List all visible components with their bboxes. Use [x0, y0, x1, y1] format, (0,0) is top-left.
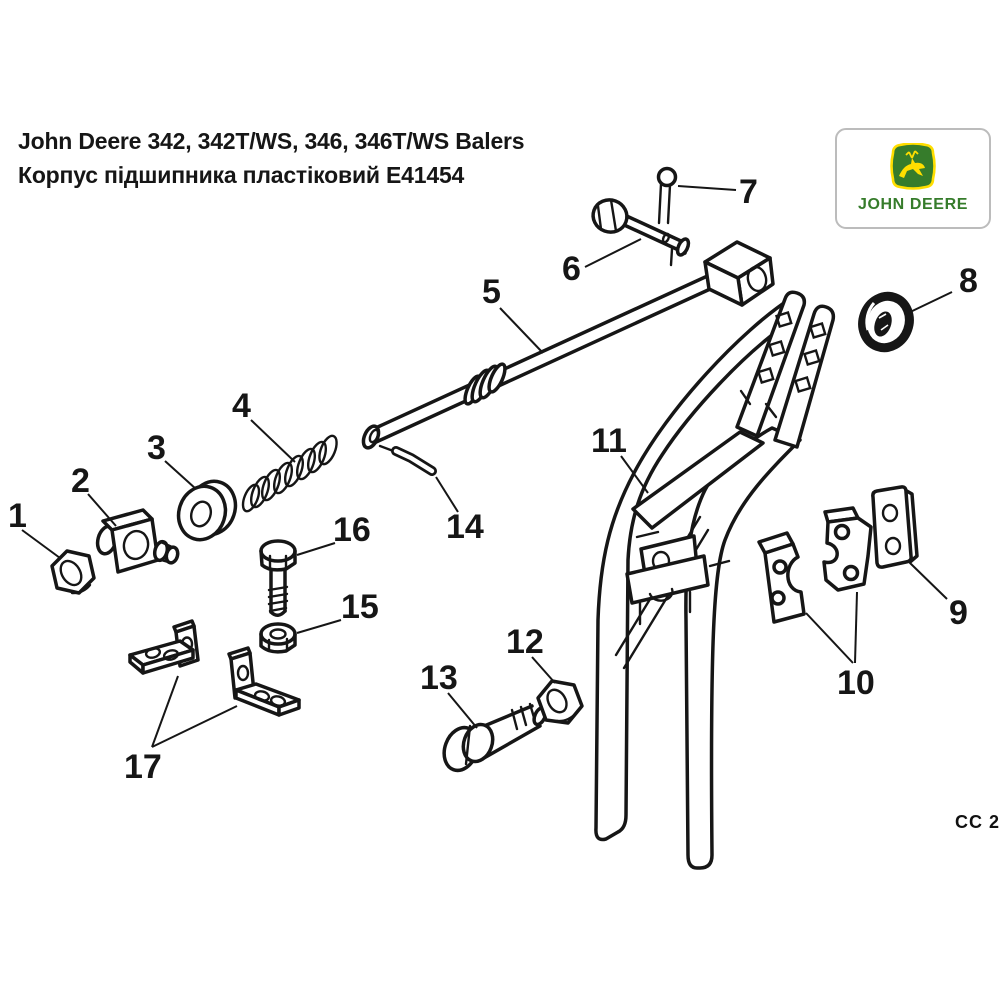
callout-label-17: 17	[124, 748, 162, 786]
callout-label-16: 16	[333, 511, 371, 549]
callout-7: 7	[677, 173, 758, 211]
callout-label-5: 5	[482, 273, 501, 311]
callout-10: 10	[805, 591, 875, 702]
callout-label-8: 8	[959, 262, 978, 300]
callout-label-11: 11	[591, 422, 627, 460]
callout-label-10: 10	[837, 664, 875, 702]
part-hex-nut-12	[536, 679, 584, 725]
callout-9: 9	[909, 562, 968, 632]
callout-1: 1	[8, 497, 61, 559]
callout-label-7: 7	[739, 173, 758, 211]
callout-14: 14	[435, 476, 484, 546]
part-backing-plate	[871, 485, 919, 569]
logo-brand-text: JOHN DEERE	[857, 196, 969, 213]
callout-label-6: 6	[562, 250, 581, 288]
callout-label-12: 12	[506, 623, 544, 661]
part-cotter-pin	[656, 166, 678, 267]
callout-4: 4	[232, 387, 296, 463]
part-pivot-block	[95, 508, 180, 574]
callout-16: 16	[296, 511, 371, 556]
page-title: John Deere 342, 342T/WS, 346, 346T/WS Ba…	[18, 124, 525, 192]
callout-8: 8	[905, 262, 978, 315]
part-hex-nut-1	[50, 549, 96, 595]
part-frame	[594, 290, 836, 870]
part-bearing-housing-halves	[757, 506, 873, 624]
part-bolt-16	[259, 539, 297, 617]
callout-label-13: 13	[420, 659, 458, 697]
part-bushing	[176, 479, 238, 542]
callout-label-1: 1	[8, 497, 27, 535]
callout-11: 11	[591, 422, 649, 494]
title-line-1: John Deere 342, 342T/WS, 346, 346T/WS Ba…	[18, 128, 525, 154]
part-angle-brackets	[128, 619, 301, 717]
part-clevis-bolt	[591, 198, 691, 257]
callout-3: 3	[147, 429, 197, 490]
callout-2: 2	[71, 462, 117, 527]
part-grommet	[858, 291, 914, 353]
deer-shield-icon	[890, 143, 936, 190]
callout-label-14: 14	[446, 508, 484, 546]
part-shaft	[361, 260, 745, 450]
callout-5: 5	[482, 273, 544, 354]
callout-6: 6	[562, 238, 642, 288]
john-deere-logo: JOHN DEERE	[835, 128, 991, 229]
part-hex-nut-15	[259, 622, 297, 654]
callout-label-2: 2	[71, 462, 90, 500]
callout-17: 17	[124, 675, 238, 786]
callout-label-9: 9	[949, 594, 968, 632]
callout-label-15: 15	[341, 588, 379, 626]
title-line-2: Корпус підшипника пластіковий E41454	[18, 162, 465, 188]
part-shaft-end-block	[703, 240, 775, 307]
callout-12: 12	[506, 623, 556, 684]
callout-label-3: 3	[147, 429, 166, 467]
plate-code: CC 2	[955, 812, 1000, 832]
callout-13: 13	[420, 659, 478, 729]
part-bolt-13	[442, 702, 548, 773]
part-pin	[378, 444, 437, 476]
part-spring	[241, 434, 338, 513]
callout-label-4: 4	[232, 387, 251, 425]
housing-left-front-face	[763, 542, 806, 624]
callout-15: 15	[296, 588, 379, 634]
